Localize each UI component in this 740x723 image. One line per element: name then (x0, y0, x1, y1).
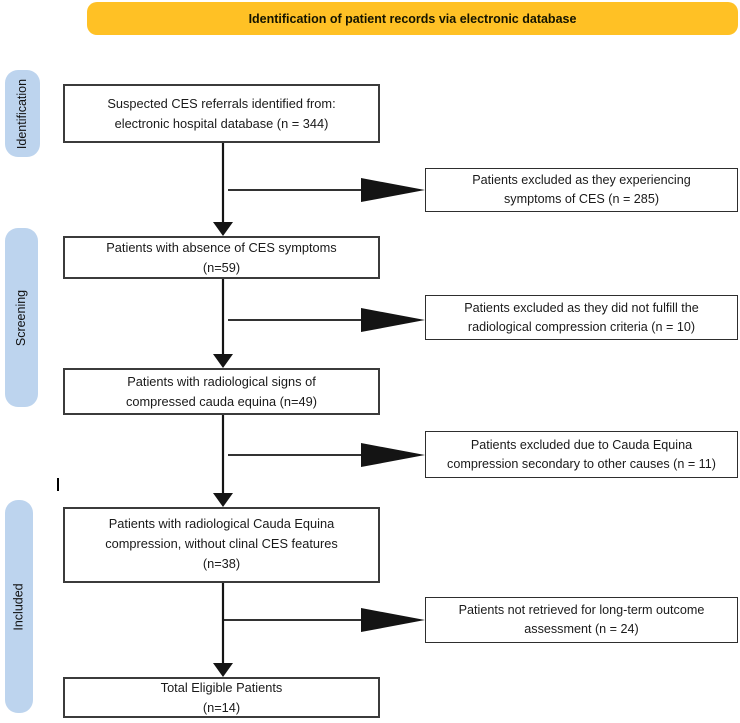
stage-label-included: Included (5, 500, 33, 713)
box-text-line: Patients excluded as they did not fulfil… (464, 300, 699, 315)
box-text-line: symptoms of CES (n = 285) (503, 192, 660, 206)
box-text-line: compressed cauda equina (n=49) (125, 393, 317, 409)
box-text-line: Total Eligible Patients (160, 679, 283, 695)
flow-box-suspected-referrals: Suspected CES referrals identified from:… (63, 84, 380, 143)
arrow-exclude-3 (228, 443, 425, 467)
box-text-line: compression secondary to other causes (n… (447, 456, 716, 471)
box-text-line: Patients excluded due to Cauda Equina (470, 437, 693, 452)
flow-box-total-eligible: Total Eligible Patients (n=14) (63, 677, 380, 718)
box-text-line: radiological compression criteria (n = 1… (467, 319, 696, 334)
arrow-exclude-4 (223, 608, 425, 632)
box-text-line: electronic hospital database (n = 344) (114, 115, 329, 131)
arrow-down-3 (213, 415, 233, 507)
exclusion-box-not-retrieved: Patients not retrieved for long-term out… (425, 597, 738, 643)
stage-label-screening: Screening (5, 228, 38, 407)
box-text-line: Patients not retrieved for long-term out… (458, 603, 705, 618)
flow-box-radiological-signs: Patients with radiological signs of comp… (63, 368, 380, 415)
arrow-down-4 (213, 583, 233, 677)
exclusion-box-radiological-criteria: Patients excluded as they did not fulfil… (425, 295, 738, 340)
stray-tick-mark (57, 478, 59, 491)
banner: Identification of patient records via el… (87, 2, 738, 35)
stage-label-identification: Identification (5, 70, 40, 157)
flow-box-radiological-compression: Patients with radiological Cauda Equina … (63, 507, 380, 583)
box-text-line: (n=14) (202, 699, 241, 715)
box-text-line: compression, without clinal CES features (105, 535, 338, 551)
banner-label: Identification of patient records via el… (248, 11, 577, 26)
box-text-line: (n=59) (202, 259, 241, 275)
exclusion-box-other-causes: Patients excluded due to Cauda Equina co… (425, 431, 738, 478)
flow-box-absence-ces-symptoms: Patients with absence of CES symptoms (n… (63, 236, 380, 279)
arrow-exclude-2 (228, 308, 425, 332)
box-text-line: Patients excluded as they experiencing (472, 173, 691, 188)
exclusion-box-ces-symptoms: Patients excluded as they experiencing s… (425, 168, 738, 212)
box-text-line: Suspected CES referrals identified from: (107, 95, 336, 111)
arrow-down-1 (213, 143, 233, 236)
box-text-line: Patients with radiological signs of (127, 373, 316, 389)
box-text-line: Patients with absence of CES symptoms (106, 239, 337, 255)
arrow-down-2 (213, 279, 233, 368)
box-text-line: (n=38) (202, 555, 241, 571)
box-text-line: assessment (n = 24) (524, 622, 639, 636)
arrow-exclude-1 (228, 178, 425, 202)
box-text-line: Patients with radiological Cauda Equina (108, 516, 335, 531)
